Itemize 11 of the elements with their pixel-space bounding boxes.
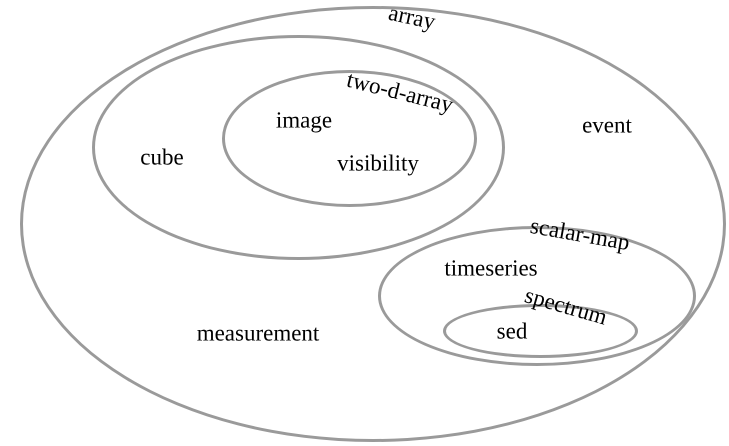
set-label: sed (496, 320, 528, 342)
set-label: timeseries (444, 256, 538, 280)
set-label: event (582, 114, 632, 136)
set-ellipse (222, 70, 477, 207)
set-label: array (386, 0, 438, 34)
set-label: measurement (196, 322, 320, 344)
set-label: image (276, 108, 332, 132)
set-label: scalar-map (528, 214, 632, 254)
set-label: visibility (337, 152, 419, 174)
set-label: cube (140, 146, 184, 168)
set-ellipse (20, 6, 726, 442)
